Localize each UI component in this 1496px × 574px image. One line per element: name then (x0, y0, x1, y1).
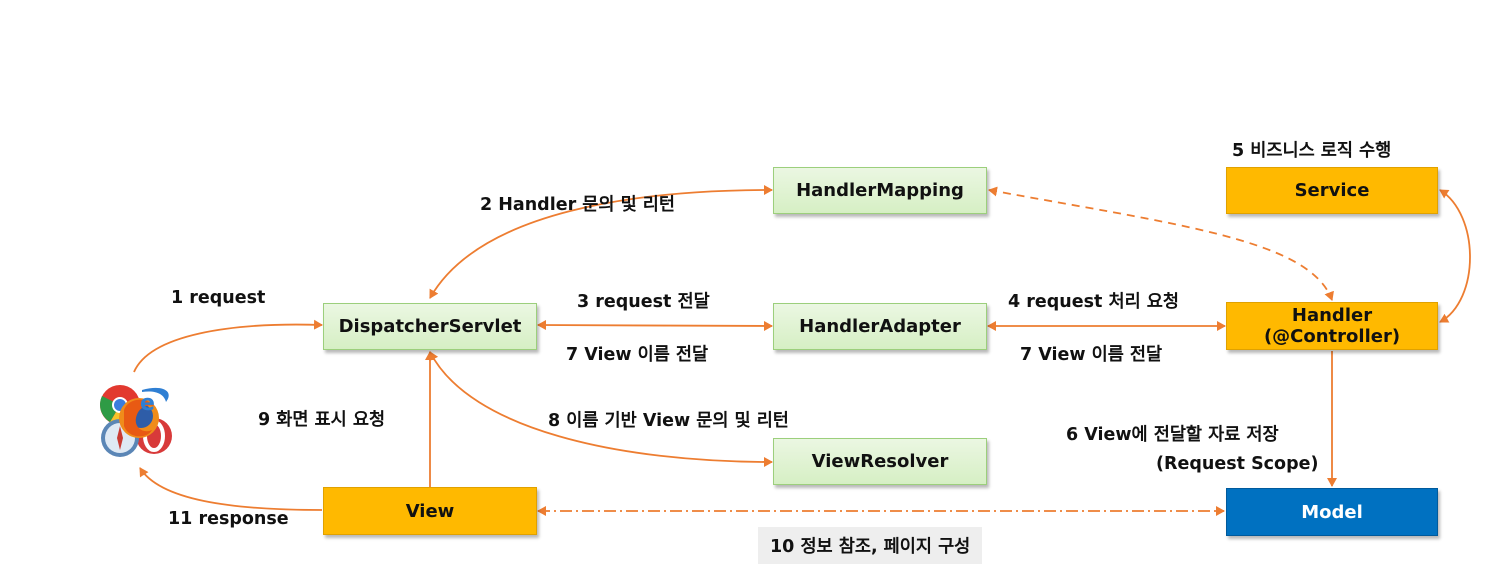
arrow-handler-service (1439, 189, 1471, 323)
model-box: Model (1226, 488, 1438, 536)
handler-controller-box: Handler (@Controller) (1226, 302, 1438, 350)
step10-label: 10 정보 참조, 페이지 구성 (758, 527, 983, 564)
view-resolver-label: ViewResolver (811, 451, 949, 472)
handler-adapter-box: HandlerAdapter (773, 303, 987, 350)
step7-right-label: 7 View 이름 전달 (1020, 345, 1163, 365)
service-box: Service (1226, 167, 1438, 214)
arrow-response (139, 467, 323, 511)
arrow-request (133, 319, 323, 373)
arrow-view-resolver (429, 351, 773, 467)
step6-label: 6 View에 전달할 자료 저장 (1066, 425, 1279, 445)
handler-mapping-box: HandlerMapping (773, 167, 987, 214)
service-label: Service (1294, 180, 1370, 201)
dispatcher-servlet-label: DispatcherServlet (338, 316, 522, 337)
view-resolver-box: ViewResolver (773, 438, 987, 485)
step1-label: 1 request (171, 288, 266, 308)
model-label: Model (1301, 501, 1363, 523)
handler-mapping-label: HandlerMapping (796, 180, 964, 201)
step6-scope-label: (Request Scope) (1156, 454, 1319, 474)
browser-logos-icon: e (100, 385, 172, 457)
view-box: View (323, 487, 537, 535)
arrow-handler-mapping (429, 185, 773, 299)
arrow-dispatcher-adapter (537, 320, 773, 331)
step5-label: 5 비즈니스 로직 수행 (1232, 141, 1392, 161)
step9-label: 9 화면 표시 요청 (258, 410, 386, 430)
arrow-mapping-handler-dashed (988, 186, 1334, 301)
step4-label: 4 request 처리 요청 (1008, 292, 1179, 312)
view-label: View (405, 500, 455, 522)
handler-label: Handler (1291, 305, 1373, 326)
step8-label: 8 이름 기반 View 문의 및 리턴 (548, 411, 789, 431)
step11-label: 11 response (168, 509, 289, 529)
controller-annotation-label: (@Controller) (1263, 326, 1401, 347)
svg-text:e: e (140, 391, 155, 416)
step2-label: 2 Handler 문의 및 리턴 (480, 195, 675, 215)
step3-label: 3 request 전달 (577, 292, 710, 312)
step7-left-label: 7 View 이름 전달 (566, 345, 709, 365)
handler-adapter-label: HandlerAdapter (799, 316, 961, 337)
dispatcher-servlet-box: DispatcherServlet (323, 303, 537, 350)
